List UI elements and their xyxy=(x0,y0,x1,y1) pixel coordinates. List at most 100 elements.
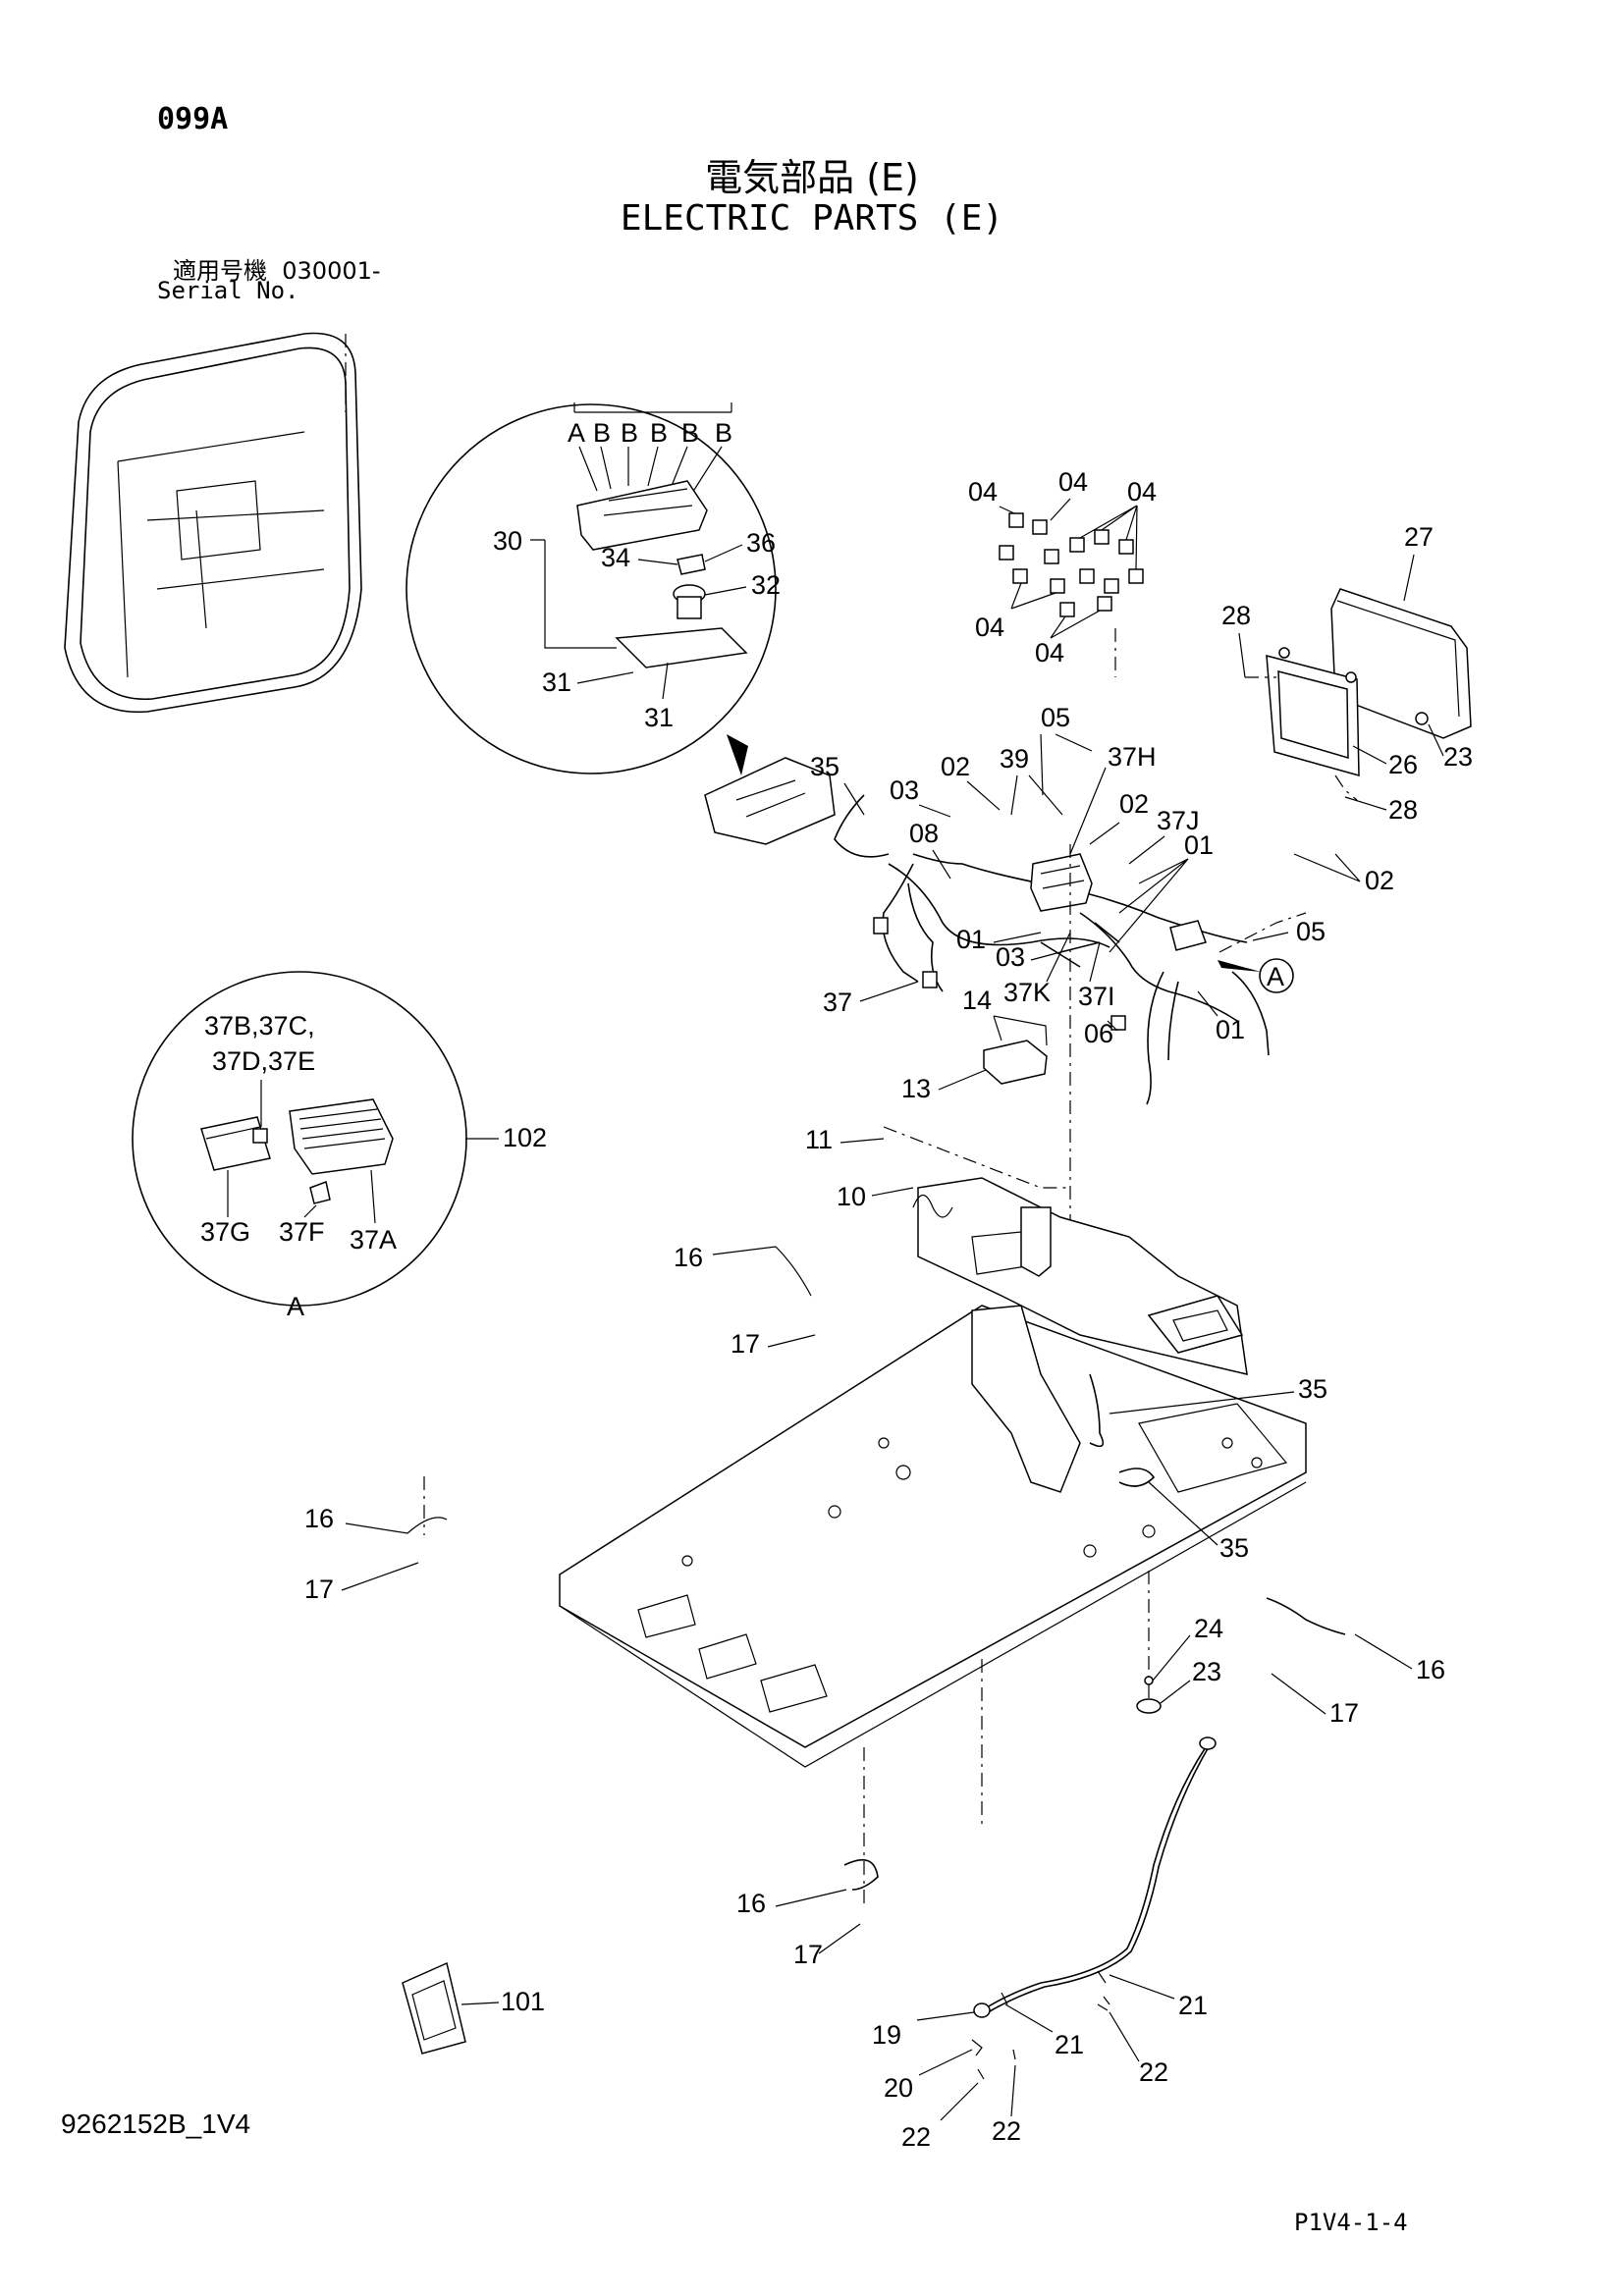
part-101-holder xyxy=(402,1961,466,2055)
callout-37J: 37J xyxy=(1157,806,1200,835)
callout-17-2: 17 xyxy=(304,1575,334,1604)
callout-35-3: 35 xyxy=(1219,1533,1249,1563)
cab-illustration xyxy=(64,332,362,714)
callout-22-2: 22 xyxy=(992,2116,1021,2146)
callout-23-2: 23 xyxy=(1192,1657,1221,1686)
wire-16-right xyxy=(1266,1597,1346,1635)
callout-14: 14 xyxy=(962,986,992,1015)
detail-letter-b5: B xyxy=(715,418,732,448)
callout-16-2: 16 xyxy=(304,1504,334,1533)
detail-a-label-2: 37D,37E xyxy=(212,1046,315,1076)
callout-01-1: 01 xyxy=(1184,830,1214,860)
callout-19: 19 xyxy=(872,2020,901,2050)
detail-letter-b4: B xyxy=(681,418,699,448)
cable-tie-35-bottom xyxy=(1118,1468,1156,1487)
serial-label-jp-text: 適用号機 xyxy=(173,257,267,285)
callout-24: 24 xyxy=(1194,1614,1223,1643)
callout-06: 06 xyxy=(1084,1019,1113,1048)
detail-letter-b2: B xyxy=(621,418,638,448)
callout-37H: 37H xyxy=(1108,742,1157,772)
callout-26: 26 xyxy=(1388,750,1418,779)
callout-17-3: 17 xyxy=(1329,1698,1359,1728)
detail-letter-a: A xyxy=(568,418,585,448)
callout-31-bottom: 31 xyxy=(644,703,674,732)
terminal-22-top xyxy=(1097,1996,1110,2011)
floor-plate xyxy=(423,1305,1307,1904)
callout-20: 20 xyxy=(884,2073,913,2103)
callout-35-1: 35 xyxy=(810,752,839,781)
serial-value: 030001- xyxy=(282,257,381,285)
callout-10: 10 xyxy=(837,1182,866,1211)
cable-tie-35-top xyxy=(1089,1373,1105,1448)
relay-cluster xyxy=(999,498,1144,677)
detail-circle-top: A B B B B B 30 34 36 32 31 31 xyxy=(406,402,781,774)
bracket-assembly xyxy=(883,1126,1248,1375)
callout-04-2: 04 xyxy=(1058,467,1088,497)
terminal-20 xyxy=(971,2039,983,2056)
callout-05-2: 05 xyxy=(1296,917,1326,946)
callout-102: 102 xyxy=(503,1123,547,1152)
page-title-jp: 電気部品 (E) xyxy=(705,156,919,199)
callout-37K: 37K xyxy=(1003,978,1051,1007)
callout-28-2: 28 xyxy=(1388,795,1418,825)
callout-37: 37 xyxy=(823,988,852,1017)
cable-21 xyxy=(973,1736,1217,2018)
callout-34: 34 xyxy=(601,543,630,572)
view-marker-a-letter: A xyxy=(1267,962,1284,991)
callout-16-1: 16 xyxy=(674,1243,703,1272)
callout-01-2: 01 xyxy=(956,925,986,954)
wiring-harness xyxy=(704,757,1307,1306)
detail-circle-a: 37B,37C, 37D,37E 37G 37F 37A 102 A xyxy=(132,971,547,1321)
callout-04-1: 04 xyxy=(968,477,998,507)
callout-02-1: 02 xyxy=(941,752,970,781)
detail-letter-b1: B xyxy=(593,418,611,448)
callout-02-3: 02 xyxy=(1365,866,1394,895)
callout-04-4: 04 xyxy=(975,613,1004,642)
callout-16-3: 16 xyxy=(1416,1655,1445,1684)
callout-37I: 37I xyxy=(1078,982,1115,1011)
catalog-code: 099A xyxy=(157,102,229,136)
callout-28-1: 28 xyxy=(1221,601,1251,630)
callout-21-1: 21 xyxy=(1178,1991,1208,2020)
callout-17-4: 17 xyxy=(793,1940,823,1969)
callout-02-2: 02 xyxy=(1119,789,1149,819)
monitor-unit xyxy=(1245,588,1472,801)
callout-35-2: 35 xyxy=(1298,1374,1327,1404)
callout-30: 30 xyxy=(493,526,522,556)
callout-05-1: 05 xyxy=(1041,703,1070,732)
callout-17-1: 17 xyxy=(731,1329,760,1359)
view-marker-a: A xyxy=(1218,958,1294,993)
detail-pointer xyxy=(727,734,748,775)
callout-13: 13 xyxy=(901,1074,931,1103)
detail-a-view-letter: A xyxy=(287,1292,304,1321)
document-number: 9262152B_1V4 xyxy=(61,2109,251,2139)
detail-a-label-1: 37B,37C, xyxy=(204,1011,315,1041)
serial-label-en: Serial No. xyxy=(157,277,299,304)
callout-21-2: 21 xyxy=(1055,2030,1084,2059)
page-number: P1V4-1-4 xyxy=(1294,2209,1408,2236)
callout-04-3: 04 xyxy=(1127,477,1157,507)
callout-101: 101 xyxy=(501,1987,545,2016)
callout-03-2: 03 xyxy=(996,942,1025,972)
detail-letter-b3: B xyxy=(650,418,668,448)
callout-04-5: 04 xyxy=(1035,638,1064,667)
serial-label-jp: 適用号機 030001- xyxy=(173,251,381,286)
callout-39: 39 xyxy=(1000,744,1029,774)
page-title-en: ELECTRIC PARTS (E) xyxy=(620,198,1004,239)
callout-27: 27 xyxy=(1404,522,1434,552)
callout-37F: 37F xyxy=(279,1217,325,1247)
callout-23-1: 23 xyxy=(1443,742,1473,772)
callout-37G: 37G xyxy=(200,1217,250,1247)
callout-31-left: 31 xyxy=(542,667,571,697)
callout-22-3: 22 xyxy=(901,2122,931,2152)
terminal-22-mid xyxy=(1012,2049,1016,2060)
callout-16-4: 16 xyxy=(736,1889,766,1918)
callout-36: 36 xyxy=(746,528,776,558)
callout-03-1: 03 xyxy=(890,775,919,805)
callout-08: 08 xyxy=(909,819,939,848)
callout-11: 11 xyxy=(805,1125,833,1154)
terminal-22-left xyxy=(977,2068,985,2080)
wire-16-bottom xyxy=(843,1858,879,1891)
callout-22-1: 22 xyxy=(1139,2057,1168,2087)
